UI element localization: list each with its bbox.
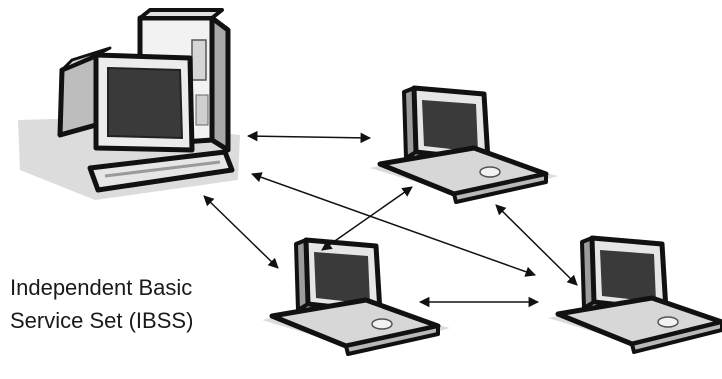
laptop-bottom-left [262,237,450,356]
laptop-trackball [371,318,393,330]
caption-line-1: Independent Basic [10,275,193,300]
laptop-screen [314,252,370,304]
diagram-caption: Independent Basic Service Set (IBSS) [10,271,193,337]
link-desktop-laptop-top [246,130,372,144]
laptop-screen [422,100,478,152]
tower-vent [195,94,209,126]
keyboard [87,149,235,193]
caption-line-2: Service Set (IBSS) [10,308,194,333]
laptop-trackball [479,166,501,178]
desktop-computer [18,8,240,200]
laptop-base [555,295,722,347]
laptop-bottom-right [548,235,722,354]
link-laptop-top-laptop-bottom-left [321,186,413,251]
monitor-top [60,46,112,72]
tower-top [138,8,224,20]
laptop-base-front [630,320,722,354]
laptop-screen [600,250,656,302]
link-laptop-top-laptop-bottom-right [495,204,578,286]
tower-drive [191,39,207,81]
link-desktop-laptop-bottom-left [203,195,279,269]
monitor-screen [107,66,184,140]
keyboard-keys [104,160,221,178]
laptop-trackball [657,316,679,328]
laptop-top [370,85,558,204]
links [203,130,578,308]
laptop-base-front [344,324,440,356]
